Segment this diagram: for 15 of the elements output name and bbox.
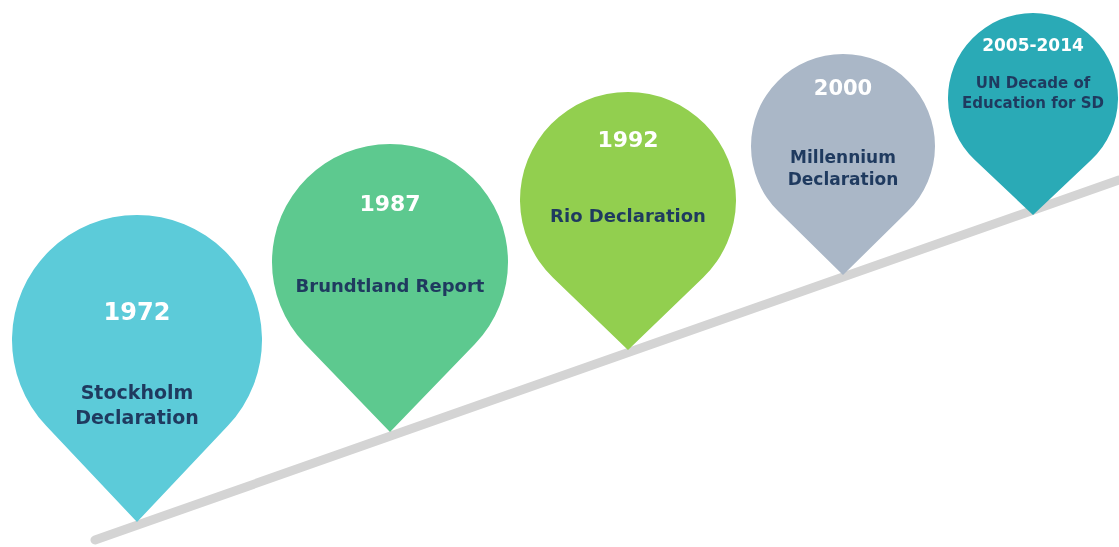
milestone-label: Stockholm Declaration bbox=[74, 380, 200, 430]
year-label: 1987 bbox=[359, 191, 421, 217]
year-label: 2005-2014 bbox=[982, 35, 1084, 56]
milestone-label: Millennium Declaration bbox=[786, 146, 900, 191]
map-pin bbox=[751, 54, 935, 275]
map-pin bbox=[272, 144, 508, 432]
map-pin bbox=[12, 215, 262, 522]
map-pin bbox=[948, 13, 1118, 215]
year-label: 2000 bbox=[813, 76, 873, 101]
year-label: 1992 bbox=[597, 126, 659, 152]
milestone-label: Brundtland Report bbox=[295, 273, 485, 298]
year-label: 1972 bbox=[103, 297, 171, 326]
milestone-label: UN Decade of Education for SD bbox=[961, 74, 1105, 114]
milestone-label: Rio Declaration bbox=[550, 204, 706, 228]
map-pin bbox=[520, 92, 736, 350]
